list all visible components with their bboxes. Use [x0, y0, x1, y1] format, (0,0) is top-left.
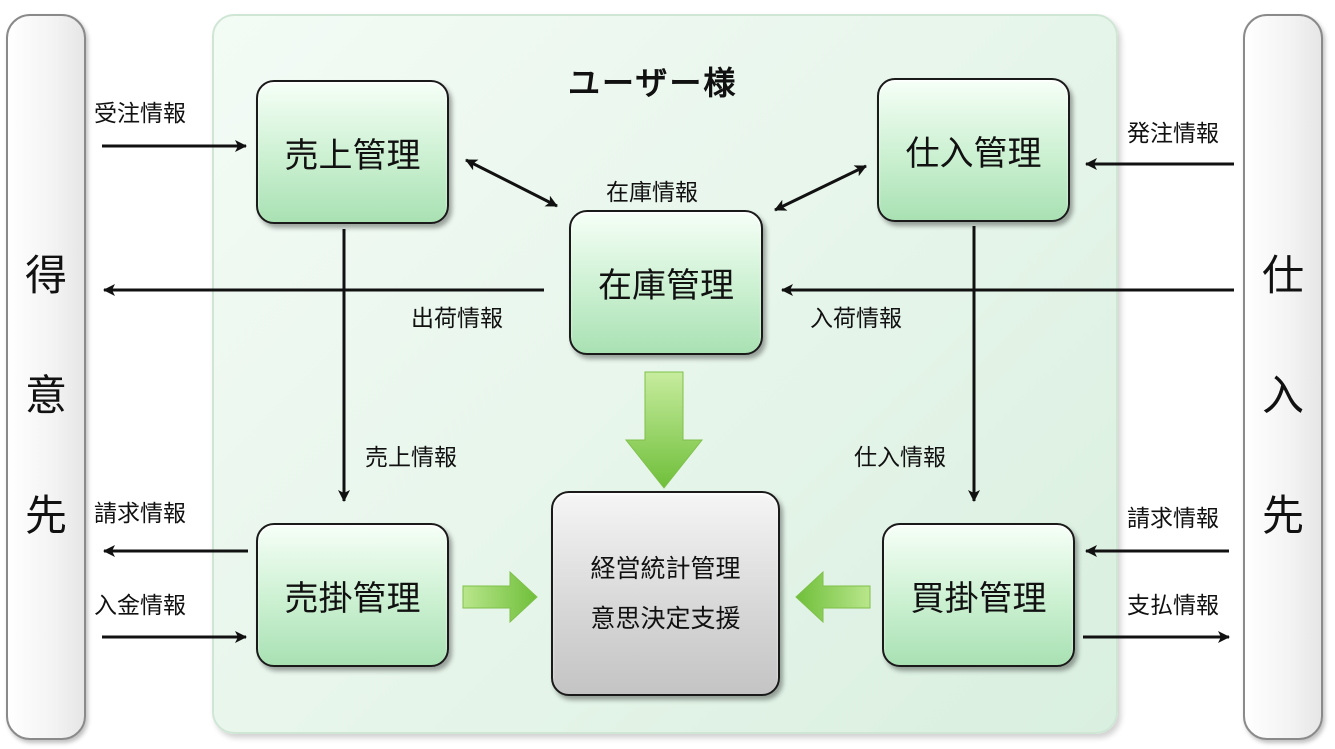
user-area-title: ユーザー様 — [568, 64, 738, 102]
customer-panel: 得 意 先 — [6, 14, 86, 740]
label-inventory-info: 在庫情報 — [606, 180, 698, 206]
analysis-box: 経営統計管理 意思決定支援 — [551, 491, 780, 696]
label-receiving-info: 入荷情報 — [810, 306, 902, 332]
arrow-purchasing-inventory — [774, 164, 867, 212]
purchasing-management-box: 仕入管理 — [877, 78, 1070, 222]
sales-management-box: 売上管理 — [256, 80, 449, 224]
label-sales-info: 売上情報 — [365, 445, 457, 471]
big-arrow-right — [462, 570, 538, 624]
label-payment-out: 支払情報 — [1127, 593, 1219, 619]
analysis-line-1: 経営統計管理 — [590, 553, 741, 583]
payables-management-box: 買掛管理 — [882, 523, 1075, 667]
label-purchase-order: 発注情報 — [1127, 121, 1219, 147]
arrow-sales-inventory — [465, 158, 558, 208]
analysis-line-2: 意思決定支援 — [590, 603, 741, 633]
big-arrow-left — [795, 570, 871, 624]
label-order-received: 受注情報 — [94, 101, 186, 127]
label-payment-received: 入金情報 — [94, 593, 186, 619]
label-billing-out: 請求情報 — [94, 501, 186, 527]
supplier-panel: 仕 入 先 — [1243, 14, 1323, 740]
supplier-label: 仕 入 先 — [1261, 251, 1304, 540]
label-purchase-info: 仕入情報 — [854, 445, 946, 471]
receivables-management-box: 売掛管理 — [256, 523, 449, 667]
inventory-management-box: 在庫管理 — [569, 210, 763, 355]
label-shipping-info: 出荷情報 — [411, 306, 503, 332]
customer-label: 得 意 先 — [24, 251, 67, 540]
big-arrow-down — [624, 371, 704, 489]
label-billing-in: 請求情報 — [1127, 506, 1219, 532]
